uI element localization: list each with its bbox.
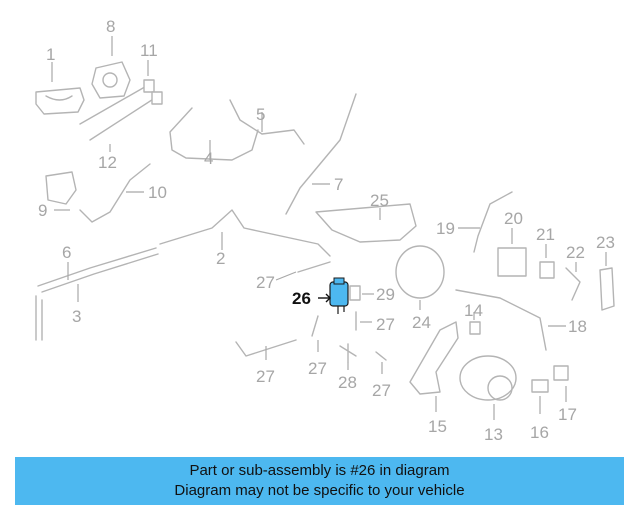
part-3-line[interactable] [35, 284, 79, 341]
callout-21: 21 [536, 225, 555, 244]
part-19-hose[interactable] [458, 191, 513, 253]
banner-line-1: Part or sub-assembly is #26 in diagram [189, 462, 450, 479]
part-11-sensor[interactable] [79, 60, 155, 125]
callout-14: 14 [464, 301, 483, 320]
callout-1: 1 [46, 45, 55, 64]
part-6-line[interactable] [37, 247, 159, 293]
callout-12: 12 [98, 153, 117, 172]
part-25-bracket[interactable] [315, 203, 417, 243]
callout-13: 13 [484, 425, 503, 444]
part-1-bracket[interactable] [35, 62, 85, 115]
callout-9: 9 [38, 201, 47, 220]
callout-26: 26 [292, 289, 311, 308]
part-10-pipe[interactable] [79, 163, 151, 223]
part-27-clamp-d[interactable] [355, 311, 372, 331]
callout-8: 8 [106, 17, 115, 36]
part-23-bracket[interactable] [599, 252, 615, 311]
callout-5: 5 [256, 105, 265, 124]
part-27-clamp-c[interactable] [311, 315, 319, 352]
callout-27-a: 27 [256, 273, 275, 292]
part-7-pipe[interactable] [285, 93, 357, 215]
callout-22: 22 [566, 243, 585, 262]
callout-19: 19 [436, 219, 455, 238]
part-5-pipe[interactable] [229, 99, 305, 145]
callout-28: 28 [338, 373, 357, 392]
part-2-line[interactable] [159, 209, 331, 257]
part-28-tee[interactable] [339, 343, 357, 370]
part-15-bracket[interactable] [409, 321, 459, 412]
part-27-clamp-a[interactable] [275, 261, 331, 281]
part-12-sensor[interactable] [89, 91, 163, 152]
part-27-clamp-b[interactable] [235, 339, 297, 360]
callout-23: 23 [596, 233, 615, 252]
part-21-gasket[interactable] [539, 244, 555, 279]
callout-16: 16 [530, 423, 549, 442]
callout-27-c: 27 [308, 359, 327, 378]
callout-2: 2 [216, 249, 225, 268]
callout-3: 3 [72, 307, 81, 326]
part-17-fitting[interactable] [553, 365, 569, 402]
part-26-solenoid-valve[interactable] [318, 277, 349, 314]
callout-20: 20 [504, 209, 523, 228]
callout-27-b: 27 [256, 367, 275, 386]
part-14-fitting[interactable] [469, 312, 481, 335]
callout-27-d: 27 [376, 315, 395, 334]
part-27-clamp-e[interactable] [375, 351, 387, 374]
part-20-valve[interactable] [497, 228, 527, 277]
callout-7: 7 [334, 175, 343, 194]
parts-diagram: 1 8 11 12 4 5 7 9 [35, 17, 615, 444]
part-13-air-pump[interactable] [459, 355, 517, 420]
part-24-reservoir[interactable] [395, 245, 445, 310]
callout-29: 29 [376, 285, 395, 304]
callout-10: 10 [148, 183, 167, 202]
callout-11: 11 [140, 41, 158, 60]
callout-17: 17 [558, 405, 577, 424]
callout-6: 6 [62, 243, 71, 262]
part-22-pipe[interactable] [565, 262, 581, 301]
callout-24: 24 [412, 313, 431, 332]
banner-line-2: Diagram may not be specific to your vehi… [174, 482, 465, 499]
part-18-hose[interactable] [455, 289, 566, 351]
callout-18: 18 [568, 317, 587, 336]
callout-25: 25 [370, 191, 389, 210]
part-8-mount[interactable] [91, 36, 131, 99]
part-4-pipe[interactable] [169, 107, 259, 161]
part-29-clip[interactable] [349, 285, 374, 301]
callout-27-e: 27 [372, 381, 391, 400]
callout-4: 4 [204, 149, 213, 168]
part-16-valve[interactable] [531, 379, 549, 414]
info-banner: Part or sub-assembly is #26 in diagram D… [15, 457, 624, 505]
part-9-bracket[interactable] [45, 171, 77, 211]
callout-15: 15 [428, 417, 447, 436]
